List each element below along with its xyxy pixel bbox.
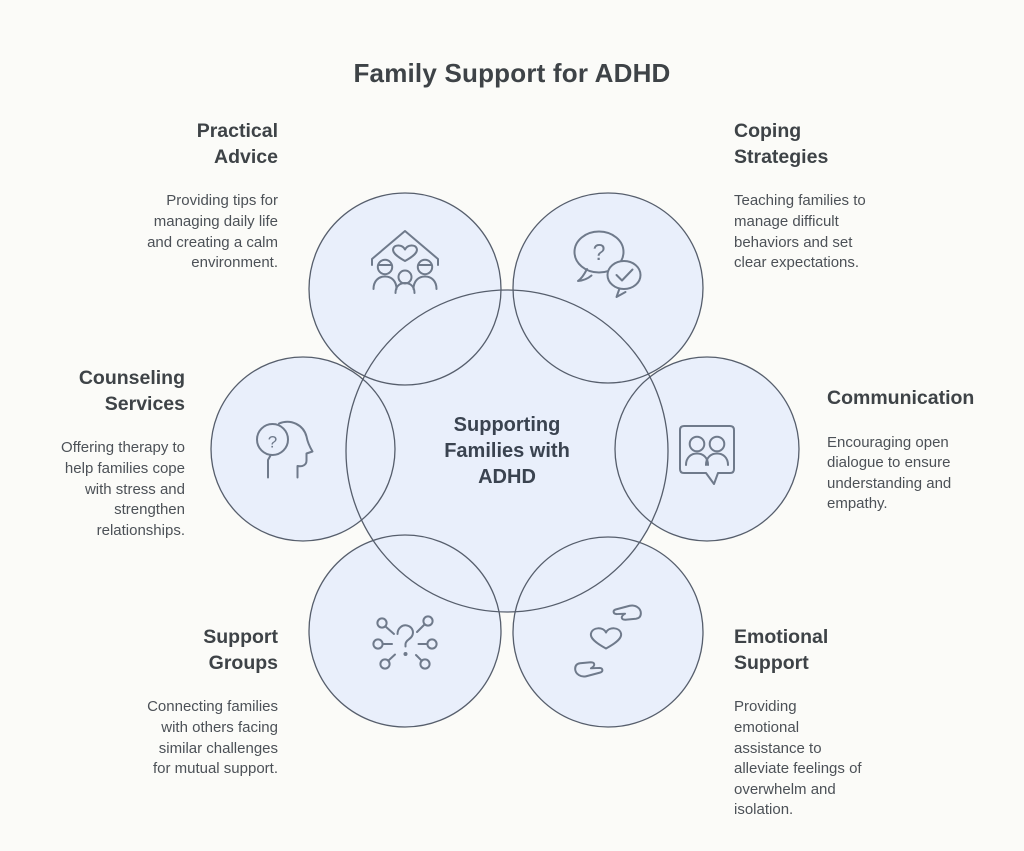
node-title-practical-advice: Practical Advice [196,120,278,168]
node-title-communication: Communication [827,387,975,409]
svg-text:?: ? [593,239,606,265]
node-communication: Communication Encouraging open dialogue … [827,386,1024,515]
people-speech-bubble-icon [679,425,735,485]
circle-counseling-services [210,356,396,542]
circle-coping-strategies [512,192,704,384]
node-description-emotional-support: Providing emotional assistance to allevi… [734,698,862,819]
circle-support-groups [308,534,502,728]
node-title-support-groups: Support Groups [203,626,278,674]
node-description-support-groups: Connecting families with others facing s… [147,698,278,778]
hands-holding-heart-icon [573,604,642,681]
node-description-counseling-services: Offering therapy to help families cope w… [61,439,185,539]
family-home-heart-icon [371,230,439,294]
center-circle-outline [345,289,669,613]
node-title-coping-strategies: Coping Strategies [734,120,829,168]
node-coping-strategies: Coping Strategies Teaching families to m… [734,119,914,274]
node-description-practical-advice: Providing tips for managing daily life a… [147,192,278,272]
circle-practical-advice [308,192,502,386]
node-emotional-support: Emotional Support Providing emotional as… [734,625,914,821]
node-description-communication: Encouraging open dialogue to ensure unde… [827,433,952,513]
network-question-icon [372,615,438,670]
page-title: Family Support for ADHD [353,58,671,88]
head-question-icon: ? [256,420,314,479]
node-description-coping-strategies: Teaching families to manage difficult be… [734,192,866,272]
node-title-counseling-services: Counseling Services [78,367,185,415]
node-title-emotional-support: Emotional Support [734,626,829,674]
node-practical-advice: Practical Advice Providing tips for mana… [98,119,278,274]
question-check-chat-bubbles-icon: ? [573,230,642,298]
circle-emotional-support [512,536,704,728]
node-support-groups: Support Groups Connecting families with … [98,625,278,780]
circle-communication [614,356,800,542]
center-label: Supporting Families with ADHD [444,414,570,488]
svg-text:?: ? [268,433,277,452]
node-counseling-services: Counseling Services Offering therapy to … [5,366,185,541]
